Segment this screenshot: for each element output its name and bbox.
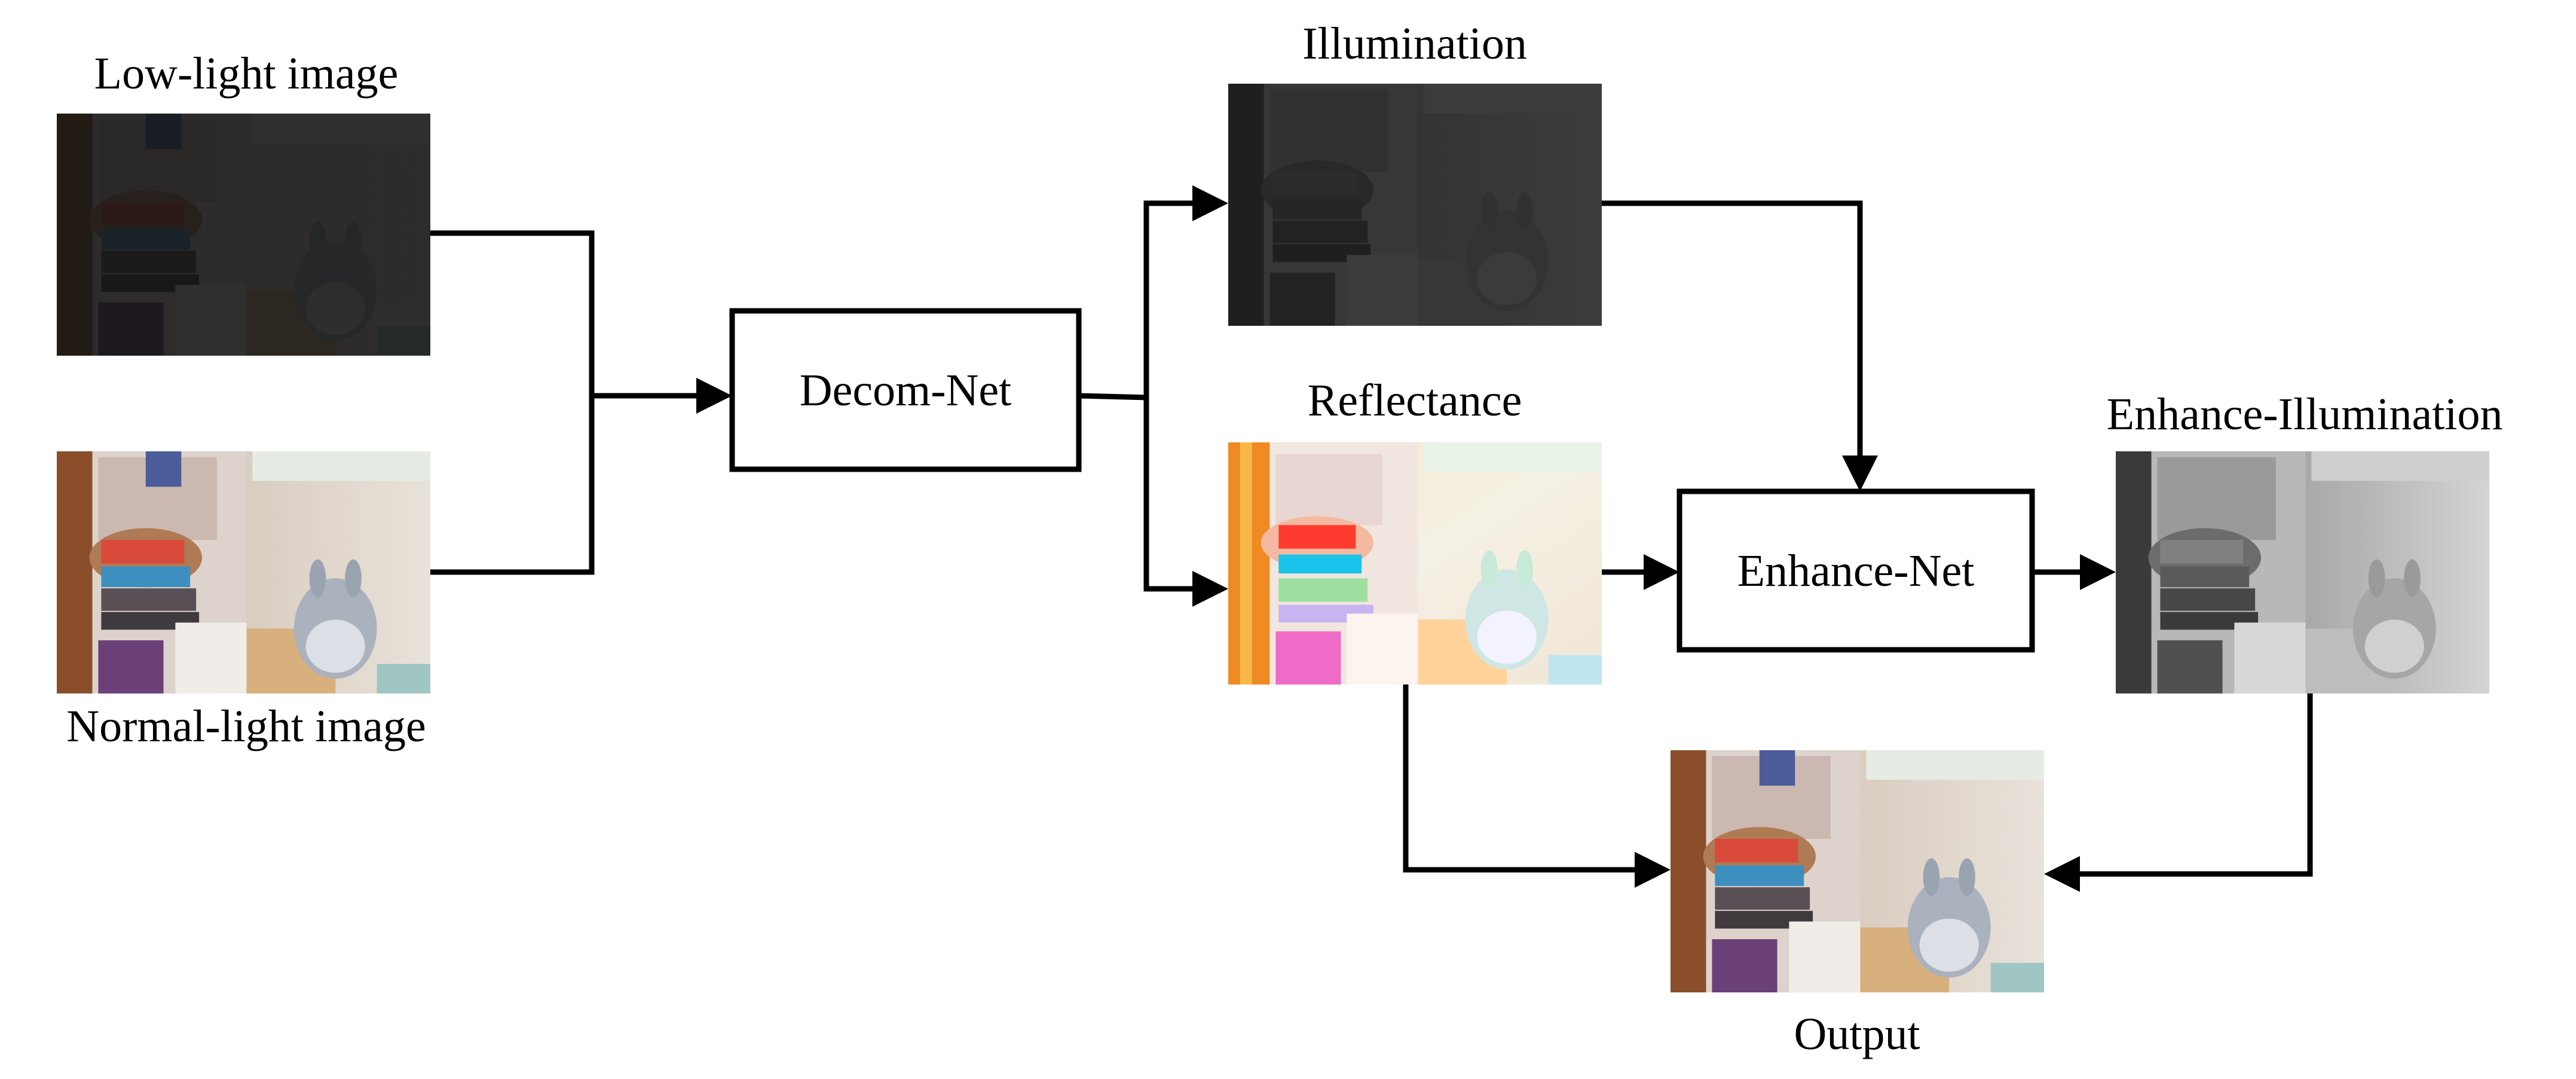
arrowhead-output-left (1635, 852, 1671, 888)
arrowhead-enhance-net-left (1644, 554, 1679, 590)
reflectance-to-output-line (1403, 684, 1638, 873)
arrowhead-reflectance (1192, 571, 1228, 607)
reflectance-label: Reflectance (1308, 375, 1522, 426)
low-light-connector (430, 230, 595, 575)
low-light-image (57, 114, 430, 356)
enhance-illumination-label: Enhance-Illumination (2107, 389, 2503, 439)
illumination-image (1228, 84, 1602, 326)
arrowhead-enhance-illumination (2080, 554, 2116, 590)
enhance-net-block: Enhance-Net (1676, 488, 2035, 653)
decom-out-connector (1078, 393, 1147, 401)
arrowhead-decom-net (696, 378, 732, 414)
decom-net-block: Decom-Net (729, 308, 1082, 472)
normal-light-image (57, 451, 430, 694)
enh-illum-to-output-line (2080, 693, 2313, 877)
illumination-to-enhance-line (1602, 200, 1863, 459)
enhance-net-label: Enhance-Net (1737, 546, 1975, 596)
enhance-illumination-image (2116, 451, 2489, 694)
arrowhead-output-right (2044, 856, 2080, 892)
illumination-label: Illumination (1302, 19, 1527, 69)
reflectance-image (1228, 442, 1602, 685)
normal-light-label: Normal-light image (66, 701, 426, 751)
arrowhead-enhance-net-top (1842, 456, 1878, 491)
low-light-label: Low-light image (94, 48, 399, 99)
output-label: Output (1794, 1009, 1920, 1059)
output-image (1671, 750, 2044, 993)
decom-to-illumination-line (1143, 200, 1195, 586)
decom-net-label: Decom-Net (800, 365, 1012, 415)
decom-to-reflectance-line (1143, 395, 1195, 592)
arrowhead-illumination (1192, 185, 1228, 221)
